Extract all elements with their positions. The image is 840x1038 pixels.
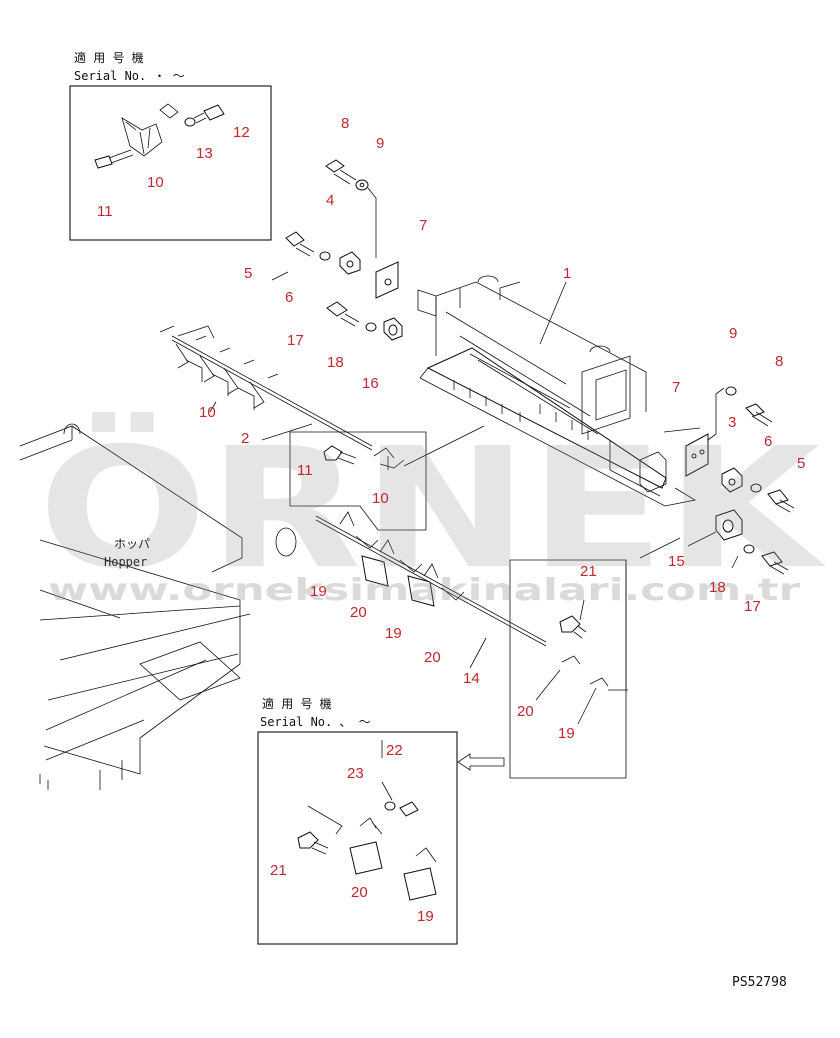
watermark: ÖRNEK www.orneksimakinalari.com.tr: [38, 412, 826, 608]
callout-23: 23: [347, 765, 364, 782]
callout-2: 2: [241, 430, 249, 447]
callout-5b: 5: [797, 455, 805, 472]
callout-8a: 8: [341, 115, 349, 132]
callout-17a: 17: [287, 332, 304, 349]
serial-note-bottom: 適 用 号 機 Serial No. 、 ～: [260, 696, 371, 729]
arrow-to-bottom-box: [457, 753, 505, 771]
leader-lines: [209, 271, 739, 801]
callout-19a: 19: [310, 583, 327, 600]
watermark-url: www.orneksimakinalari.com.tr: [48, 573, 800, 608]
callout-18a: 18: [327, 354, 344, 371]
callout-8b: 8: [775, 353, 783, 370]
callout-10b: 10: [199, 404, 216, 421]
callout-7a: 7: [419, 217, 427, 234]
callout-21a: 21: [580, 563, 597, 580]
callout-15: 15: [668, 553, 685, 570]
callout-12: 12: [233, 124, 250, 141]
main-frame: [417, 275, 697, 507]
watermark-brand: ÖRNEK: [38, 412, 826, 606]
callout-3: 3: [728, 414, 736, 431]
callout-17b: 17: [744, 598, 761, 615]
detail-box-mid: [289, 431, 427, 531]
detail-right-parts: [559, 560, 628, 691]
callout-13: 13: [196, 145, 213, 162]
callout-9a: 9: [376, 135, 384, 152]
callout-19d: 19: [417, 908, 434, 925]
callout-6b: 6: [764, 433, 772, 450]
hopper-body: [19, 423, 297, 790]
callout-11a: 11: [97, 203, 113, 220]
detail-bottom-parts: [297, 801, 437, 901]
callout-10a: 10: [147, 174, 164, 191]
detail-top-parts: [94, 103, 225, 169]
right-hardware: [685, 386, 795, 575]
detail-box-right: [509, 559, 627, 779]
callout-10c: 10: [372, 490, 389, 507]
hopper-label-en: Hopper: [104, 555, 147, 569]
serial-note-top: 適 用 号 機 Serial No. ・ ～: [74, 50, 185, 83]
callout-16: 16: [362, 375, 379, 392]
callout-21b: 21: [270, 862, 287, 879]
callout-20d: 20: [351, 884, 368, 901]
callout-20a: 20: [350, 604, 367, 621]
callout-22: 22: [386, 742, 403, 759]
callout-11b: 11: [297, 462, 313, 479]
hopper-label-jp: ホッパ: [114, 537, 150, 551]
callout-labels: 1 2 3 4 5 5 6 6 7 7 8 8 9 9 10 10 10 11 …: [97, 115, 805, 925]
callout-20c: 20: [517, 703, 534, 720]
serial-note-top-jp: 適 用 号 機: [74, 50, 144, 65]
callout-9b: 9: [729, 325, 737, 342]
detail-mid-parts: [323, 425, 485, 470]
detail-box-top: [69, 85, 272, 241]
callout-14: 14: [463, 670, 480, 687]
callout-19b: 19: [385, 625, 402, 642]
callout-5a: 5: [244, 265, 252, 282]
detail-box-bottom: [257, 731, 458, 945]
serial-note-bottom-jp: 適 用 号 機: [262, 696, 332, 711]
serial-note-bottom-en: Serial No. 、 ～: [260, 715, 371, 729]
shaft-assembly-14: [315, 511, 547, 647]
callout-19c: 19: [558, 725, 575, 742]
hopper-label: ホッパ Hopper: [104, 537, 150, 569]
callout-1: 1: [563, 265, 571, 282]
callout-20b: 20: [424, 649, 441, 666]
callout-6a: 6: [285, 289, 293, 306]
serial-note-top-en: Serial No. ・ ～: [74, 69, 185, 83]
upper-hardware: [285, 159, 403, 341]
drawing-code: PS52798: [732, 975, 787, 990]
callout-18b: 18: [709, 579, 726, 596]
callout-7b: 7: [672, 379, 680, 396]
callout-4: 4: [326, 192, 334, 209]
